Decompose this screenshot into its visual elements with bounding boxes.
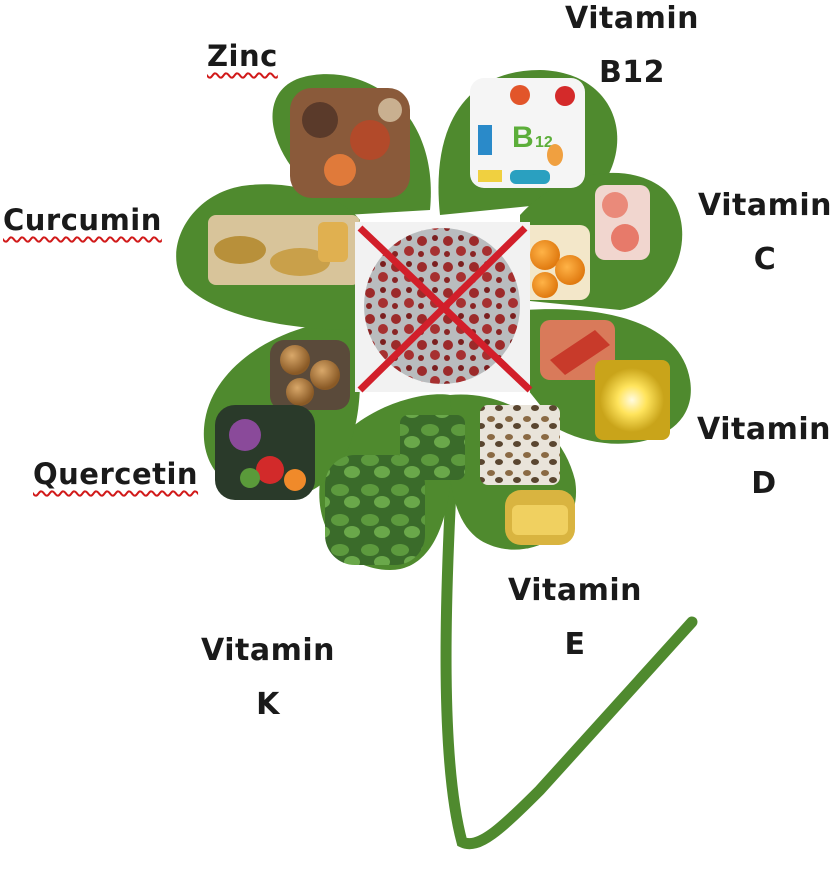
red-cross-line-2 [357,225,528,393]
coronavirus-center [355,222,533,393]
label-vitamin-e: Vitamin E [508,573,642,662]
vitamin-e-food-image [480,405,575,545]
food-images: B 12 [208,78,670,565]
label-vitamin-b12: Vitamin B12 [565,1,699,90]
vitamin-k-food-image [325,415,465,565]
label-quercetin: Quercetin [33,457,199,491]
label-zinc: Zinc [207,39,278,73]
label-curcumin: Curcumin [3,203,162,237]
label-vitamin-d: Vitamin D [697,412,831,501]
vitamin-c-food-image [520,185,650,300]
b12-food-image: B 12 [470,78,585,188]
quercetin-food-image [215,340,350,500]
curcumin-food-image [208,215,360,285]
zinc-food-image [290,88,410,198]
stem [440,464,698,850]
vitamin-d-food-image [540,320,670,440]
svg-text:B: B [512,121,534,154]
label-vitamin-c: Vitamin C [698,188,831,277]
svg-text:12: 12 [535,134,553,151]
label-vitamin-k: Vitamin K [201,633,335,722]
